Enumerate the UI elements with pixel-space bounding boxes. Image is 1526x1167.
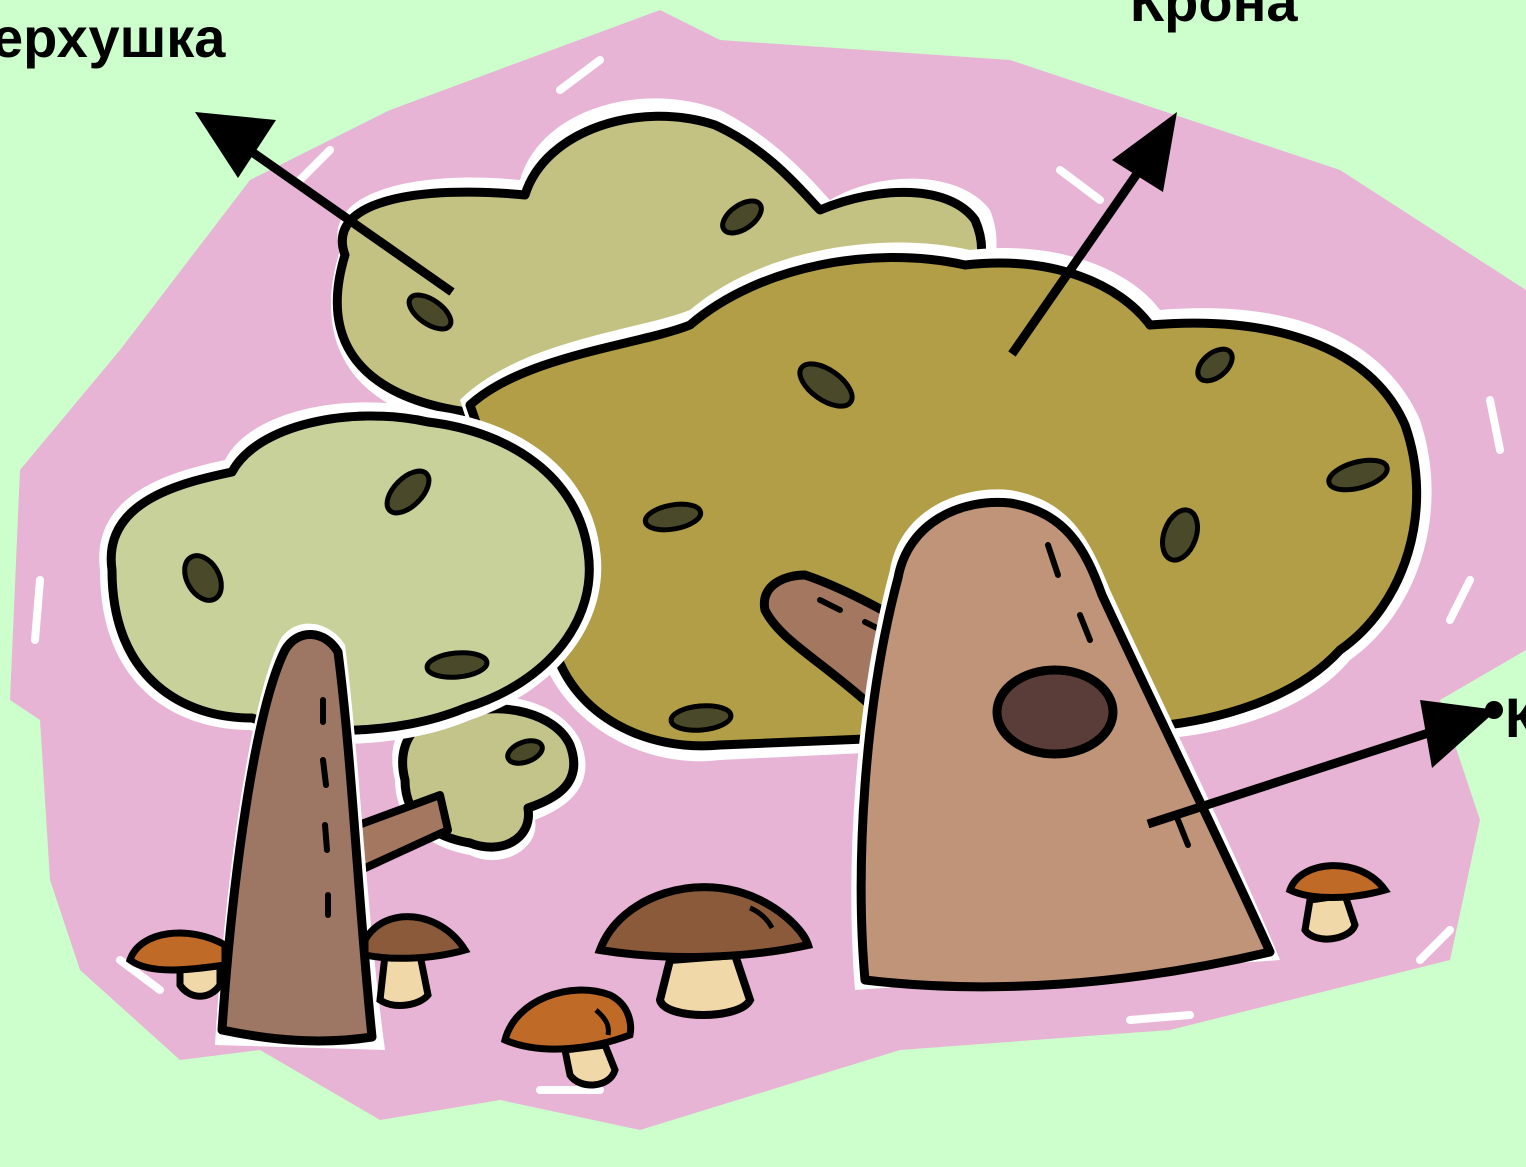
hollow [997, 670, 1113, 754]
label-top-left: ерхушка [0, 10, 225, 66]
label-top-right: Крона [1130, 0, 1298, 30]
label-right: К [1505, 690, 1526, 746]
